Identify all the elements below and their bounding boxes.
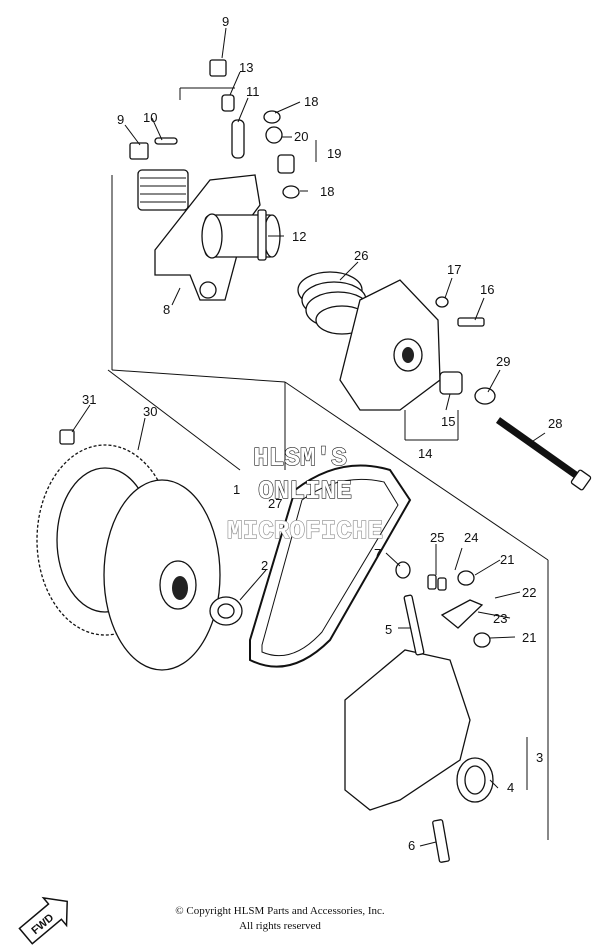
callout-20: 20 [294, 129, 308, 144]
callout-14: 14 [418, 446, 432, 461]
callout-29: 29 [496, 354, 510, 369]
callout-25: 25 [430, 530, 444, 545]
callout-28: 28 [548, 416, 562, 431]
callout-1: 1 [233, 482, 240, 497]
sheave-part-1 [103, 479, 221, 671]
copyright-notice: © Copyright HLSM Parts and Accessories, … [90, 904, 470, 934]
callout-24: 24 [464, 530, 478, 545]
callout-31: 31 [82, 392, 96, 407]
callout-19: 19 [327, 146, 341, 161]
callout-18-lower: 18 [320, 184, 334, 199]
callout-21-lower: 21 [522, 630, 536, 645]
callout-11: 11 [246, 84, 260, 99]
callout-13: 13 [239, 60, 253, 75]
callout-12: 12 [292, 229, 306, 244]
callout-15: 15 [441, 414, 455, 429]
copyright-line-2: All rights reserved [239, 920, 321, 932]
callout-18: 18 [304, 94, 318, 109]
small-parts-top [129, 59, 300, 261]
leader-lines [71, 27, 546, 847]
callout-21: 21 [500, 552, 514, 567]
assembly-outline [107, 87, 549, 840]
spring-part-26 [297, 271, 371, 335]
callout-numbers: 9 13 11 18 9 10 20 19 18 12 8 26 17 16 2… [82, 14, 562, 853]
callout-26: 26 [354, 248, 368, 263]
callout-3: 3 [536, 750, 543, 765]
cover-part-14 [339, 279, 496, 411]
secondary-sheave-part-3 [344, 561, 494, 863]
callout-8: 8 [163, 302, 170, 317]
belt-part-27 [249, 464, 412, 668]
bolt-part-28 [495, 417, 592, 491]
watermark: HLSM'S ONLINE MICROFICHE [226, 442, 383, 546]
part-2 [209, 596, 243, 626]
callout-5: 5 [385, 622, 392, 637]
callout-22: 22 [522, 585, 536, 600]
callout-2: 2 [261, 558, 268, 573]
callout-23: 23 [493, 611, 507, 626]
callout-6: 6 [408, 838, 415, 853]
copyright-line-1: © Copyright HLSM Parts and Accessories, … [175, 905, 385, 917]
callout-10: 10 [143, 110, 157, 125]
callout-7: 7 [374, 546, 381, 561]
callout-9-left: 9 [117, 112, 124, 127]
callout-9: 9 [222, 14, 229, 29]
callout-16: 16 [480, 282, 494, 297]
watermark-line-1: HLSM'S [253, 443, 347, 473]
callout-17: 17 [447, 262, 461, 277]
callout-30: 30 [143, 404, 157, 419]
watermark-line-3: MICROFICHE [227, 516, 383, 546]
callout-4: 4 [507, 780, 514, 795]
fwd-arrow-icon: FWD [18, 896, 68, 945]
watermark-line-2: ONLINE [258, 476, 352, 506]
callout-27: 27 [268, 496, 282, 511]
